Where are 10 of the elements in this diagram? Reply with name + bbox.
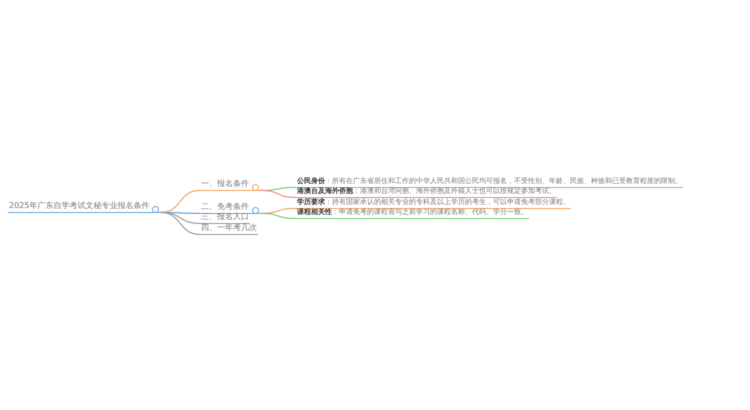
connector [260,190,296,198]
branch-topic: 二、免考条件 [200,202,260,214]
connector [260,186,296,191]
connector [260,212,296,219]
branch-topic: 四、一年考几次 [200,223,258,235]
branch-topic: 一、报名条件 [200,179,260,191]
branch-topic: 三、报名入口 [200,212,250,224]
connector [160,212,200,235]
connector [160,190,200,213]
root-topic: 2025年广东自学考试文秘专业报名条件 [8,201,160,213]
